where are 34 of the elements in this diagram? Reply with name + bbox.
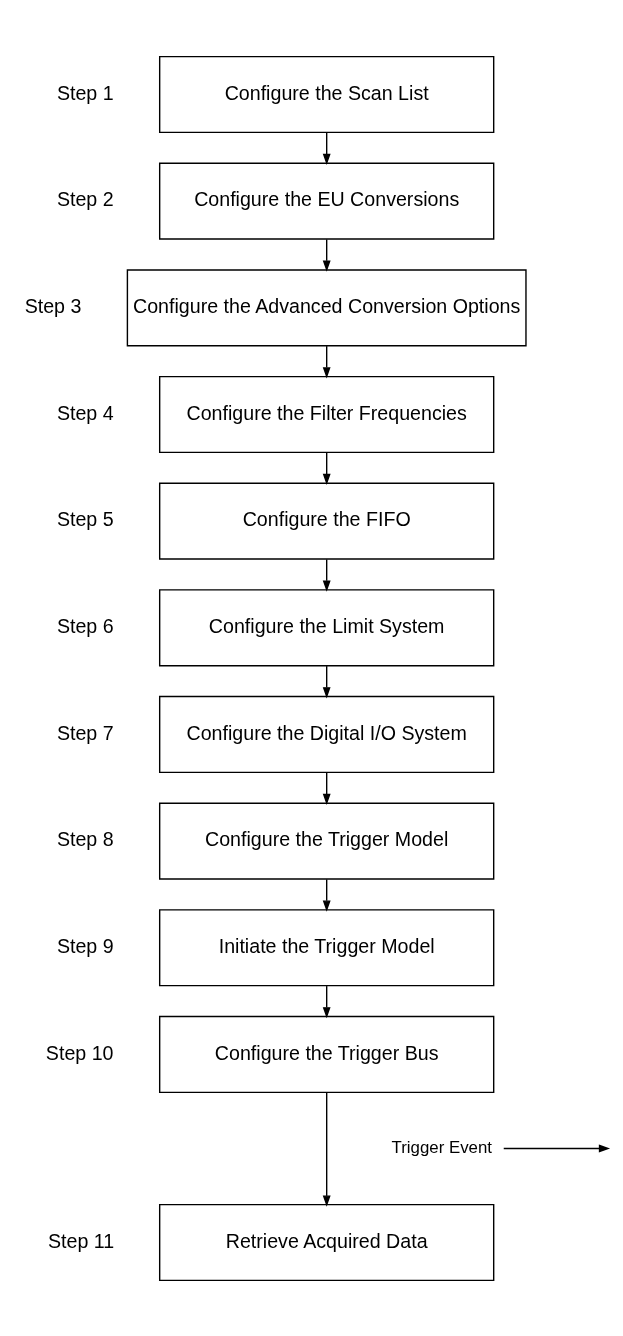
node-label: Step 1 [56, 81, 114, 104]
node-label: Step 4 [56, 401, 114, 424]
arrow [322, 238, 331, 272]
node-label: Step 5 [56, 507, 114, 530]
node-box: Configure the Digital I/O System [159, 695, 495, 773]
arrow [322, 771, 331, 805]
node-box: Configure the Advanced Conversion Options [126, 268, 527, 346]
node-label: Step 3 [24, 294, 82, 317]
node-text: Trigger Event [391, 1137, 492, 1157]
arrow [322, 344, 331, 378]
node-label: Step 6 [56, 614, 114, 637]
node-box: Configure the Trigger Model [159, 802, 495, 880]
node-label: Step 11 [47, 1229, 115, 1252]
arrow [322, 131, 331, 165]
arrow [322, 664, 331, 698]
arrow [503, 1144, 611, 1152]
node-box: Configure the Scan List [159, 55, 495, 133]
node-label: Step 10 [45, 1041, 114, 1064]
node-box: Configure the FIFO [159, 482, 495, 560]
node-box: Configure the Trigger Bus [159, 1015, 495, 1093]
node-box: Initiate the Trigger Model [159, 908, 495, 986]
arrow [322, 878, 331, 912]
node-label: Step 2 [56, 187, 114, 210]
arrow [322, 1091, 331, 1207]
arrow [322, 451, 331, 485]
node-label: Step 9 [56, 934, 114, 957]
node-box: Configure the Filter Frequencies [159, 375, 495, 453]
node-box: Configure the Limit System [159, 588, 495, 666]
node-label: Step 7 [56, 721, 114, 744]
node-box: Retrieve Acquired Data [159, 1203, 495, 1281]
node-label: Step 8 [56, 827, 114, 850]
arrow [322, 558, 331, 592]
node-box: Configure the EU Conversions [159, 162, 495, 240]
arrow [322, 984, 331, 1018]
